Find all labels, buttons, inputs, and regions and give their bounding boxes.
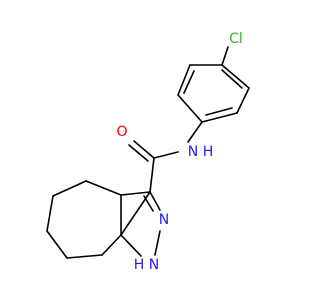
pyrazole-n1-label: N: [149, 257, 159, 273]
bond: [46, 195, 54, 232]
pyrazole-n2-label: N: [159, 212, 169, 228]
bond: [221, 46, 229, 66]
bond: [120, 234, 142, 257]
bond: [66, 254, 103, 259]
bond: [128, 144, 149, 162]
bond: [205, 107, 233, 116]
bond: [120, 191, 151, 196]
bond: [221, 69, 243, 89]
bond: [154, 230, 161, 256]
bond: [221, 64, 250, 89]
bond: [236, 87, 250, 114]
amide-nitrogen-label: N: [188, 144, 198, 160]
cycloheptane-ring: [46, 180, 122, 259]
bond: [177, 64, 191, 96]
bond: [187, 121, 203, 143]
bond: [183, 70, 195, 94]
amide-hydrogen-label: H: [203, 144, 214, 160]
bond: [177, 94, 203, 123]
molecule-drawing: Cl O N H N N H: [46, 31, 250, 273]
bond: [153, 151, 179, 159]
pyrazole-ring: [120, 191, 161, 257]
bond: [133, 140, 155, 159]
pyrazole-h-label: H: [134, 257, 145, 273]
bond: [85, 180, 122, 196]
bond: [201, 112, 238, 123]
bond: [46, 230, 68, 259]
oxygen-label: O: [116, 124, 127, 140]
bond: [101, 234, 122, 256]
bond: [149, 157, 155, 193]
chlorine-label: Cl: [229, 31, 243, 47]
bond: [120, 191, 151, 236]
bond: [149, 191, 161, 211]
structure-canvas: Cl O N H N N H: [46, 31, 250, 273]
chlorophenyl-ring: [177, 64, 250, 123]
bond: [52, 180, 87, 197]
